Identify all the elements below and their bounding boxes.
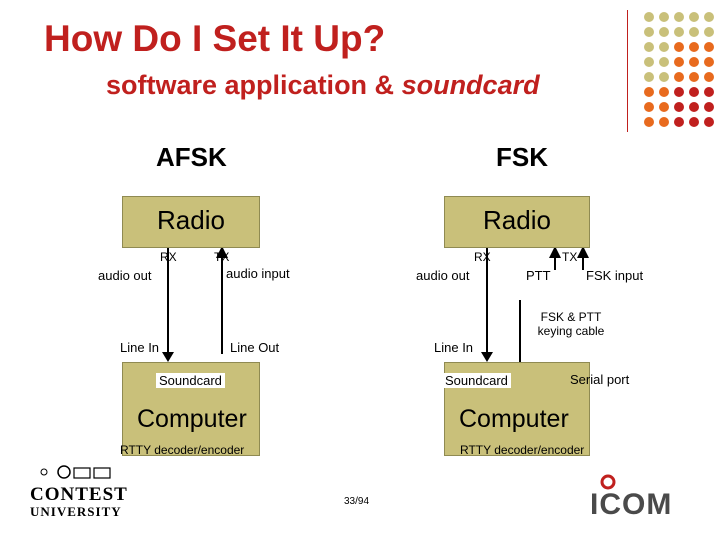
afsk-line-in-label: Line In xyxy=(120,340,160,355)
decorative-dot xyxy=(674,27,684,37)
decorative-dot xyxy=(689,72,699,82)
afsk-audio-out-label: audio out xyxy=(98,268,152,283)
icom-logo: ICOM xyxy=(584,468,694,524)
decorative-dot xyxy=(689,87,699,97)
decorative-dot xyxy=(704,27,714,37)
afsk-soundcard-label: Soundcard xyxy=(156,373,225,388)
decorative-dot xyxy=(659,72,669,82)
fsk-soundcard-label: Soundcard xyxy=(442,373,511,388)
afsk-computer-label: Computer xyxy=(137,405,247,433)
decorative-dot xyxy=(674,117,684,127)
afsk-heading: AFSK xyxy=(156,142,227,172)
decorative-dot xyxy=(644,12,654,22)
decorative-dot xyxy=(704,42,714,52)
decorative-dot xyxy=(659,102,669,112)
logo-line1: CONTEST xyxy=(30,484,128,505)
decorative-divider xyxy=(627,10,628,132)
decorative-dot xyxy=(674,57,684,67)
decorative-dot xyxy=(659,27,669,37)
fsk-decoder-label: RTTY decoder/encoder xyxy=(460,443,585,457)
logo-line2: UNIVERSITY xyxy=(30,504,122,519)
fsk-tx-arrowhead xyxy=(577,246,589,258)
decorative-dot-grid xyxy=(640,10,720,130)
decorative-dot xyxy=(644,72,654,82)
decorative-dot xyxy=(689,102,699,112)
decorative-dot xyxy=(704,87,714,97)
decorative-dot xyxy=(689,27,699,37)
decorative-dot xyxy=(704,102,714,112)
contest-university-logo: CONTEST UNIVERSITY xyxy=(30,462,170,522)
fsk-radio-box: Radio xyxy=(444,196,590,248)
slide-subtitle: software application & soundcard xyxy=(106,70,540,101)
subtitle-part2: soundcard xyxy=(401,70,540,100)
decorative-dot xyxy=(674,102,684,112)
fsk-ptt-line xyxy=(554,248,556,270)
decorative-dot xyxy=(674,12,684,22)
decorative-dot xyxy=(644,42,654,52)
afsk-rx-label: RX xyxy=(160,250,177,264)
fsk-ptt-label: PTT xyxy=(526,268,551,283)
decorative-dot xyxy=(704,72,714,82)
decorative-dot xyxy=(674,72,684,82)
fsk-tx-label: TX xyxy=(562,250,578,264)
decorative-dot xyxy=(689,42,699,52)
decorative-dot xyxy=(659,117,669,127)
fsk-serial-port-label: Serial port xyxy=(570,372,630,387)
afsk-tx-arrowhead xyxy=(216,246,228,258)
fsk-rx-arrowhead xyxy=(481,352,493,362)
page-number: 33/94 xyxy=(344,496,370,507)
icom-emblem xyxy=(600,474,616,490)
decorative-dot xyxy=(704,117,714,127)
decorative-dot xyxy=(659,42,669,52)
fsk-line-in-label: Line In xyxy=(434,340,474,355)
decorative-dot xyxy=(644,102,654,112)
fsk-cable-label: FSK & PTT keying cable xyxy=(537,310,605,338)
decorative-dot xyxy=(659,87,669,97)
fsk-audio-out-label: audio out xyxy=(416,268,470,283)
decorative-dot xyxy=(689,12,699,22)
afsk-rx-line xyxy=(167,248,169,354)
afsk-audio-input-label: audio input xyxy=(226,266,290,281)
decorative-dot xyxy=(644,87,654,97)
decorative-dot xyxy=(659,57,669,67)
fsk-rx-line xyxy=(486,248,488,354)
decorative-dot xyxy=(689,57,699,67)
fsk-computer-label: Computer xyxy=(459,405,569,433)
subtitle-part1: software application & xyxy=(106,70,402,100)
icom-wordmark: ICOM xyxy=(590,488,673,521)
afsk-radio-box: Radio xyxy=(122,196,260,248)
decorative-dot xyxy=(659,12,669,22)
fsk-rx-label: RX xyxy=(474,250,491,264)
slide-title: How Do I Set It Up? xyxy=(44,18,386,59)
decorative-dot xyxy=(644,117,654,127)
decorative-dot xyxy=(704,57,714,67)
afsk-rx-arrowhead xyxy=(162,352,174,362)
fsk-heading: FSK xyxy=(496,142,548,172)
fsk-ptt-arrowhead xyxy=(549,246,561,258)
fsk-tx-line xyxy=(582,248,584,270)
decorative-dot xyxy=(644,27,654,37)
decorative-dot xyxy=(674,87,684,97)
decorative-dot xyxy=(689,117,699,127)
decorative-dot xyxy=(644,57,654,67)
afsk-tx-line xyxy=(221,248,223,354)
decorative-dot xyxy=(674,42,684,52)
afsk-tx-label: TX xyxy=(214,250,230,264)
afsk-radio-label: Radio xyxy=(157,205,225,235)
fsk-input-label: FSK input xyxy=(586,268,644,283)
fsk-radio-label: Radio xyxy=(483,205,551,235)
fsk-computer-box: Computer xyxy=(444,362,590,456)
afsk-line-out-label: Line Out xyxy=(230,340,280,355)
decorative-dot xyxy=(704,12,714,22)
afsk-decoder-label: RTTY decoder/encoder xyxy=(120,443,245,457)
logo-emblem xyxy=(40,465,111,479)
